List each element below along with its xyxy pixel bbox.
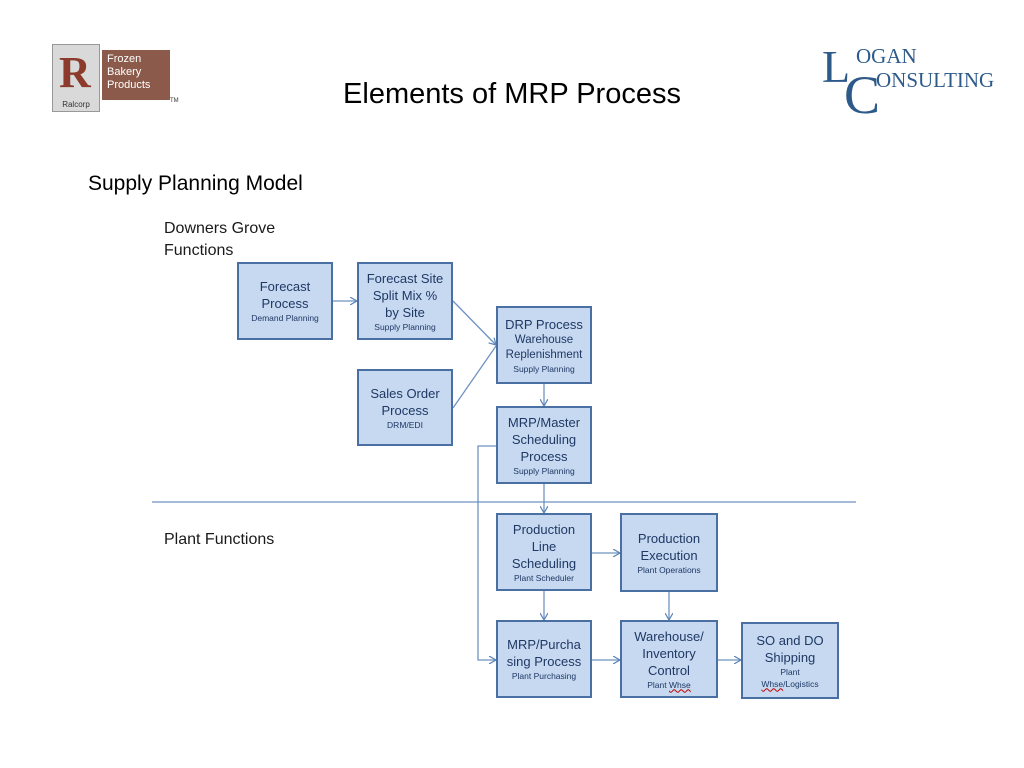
ralcorp-mark: R Ralcorp [52,44,100,112]
logo-line-1: Frozen [107,53,142,65]
forecast-site-split-box: Forecast Site Split Mix % by Site Supply… [357,262,453,340]
box-subtext: Plant Purchasing [511,671,577,681]
box-text: Forecast Site [366,270,444,286]
box-text: Process [381,402,429,418]
box-text: Process [261,296,309,311]
box-subtext-part: Whse [761,678,784,689]
warehouse-inventory-control-box: Warehouse/ Inventory Control Plant Whse [620,620,718,698]
box-subtext: Supply Planning [374,321,436,332]
ralcorp-logo: R Ralcorp Frozen Bakery Products TM [52,44,179,112]
box-text: sing Process [506,654,582,669]
box-subtext-part: Plant [647,679,669,690]
box-subtext: Plant Operations [637,564,701,575]
logo-line-2: Bakery [107,66,142,78]
section-label-line-1: Downers Grove [164,220,276,237]
box-subtext-part: Whse [669,679,691,690]
ralcorp-letter: R [59,48,91,97]
box-text: Production [637,530,701,546]
arrow-sales-to-drp [452,345,497,409]
box-text: Scheduling [511,555,577,571]
box-text: Replenishment [505,348,583,361]
production-execution-box: Production Execution Plant Operations [620,513,718,592]
frozen-bakery-products-label: Frozen Bakery Products [102,50,170,100]
box-subtext: Plant Scheduler [513,572,574,583]
box-text: Shipping [764,649,816,665]
diagram-subtitle: Supply Planning Model [88,172,303,195]
box-subtext: Whse/Logistics [761,678,818,690]
box-text: Control [648,662,690,678]
box-text: Line [531,538,557,554]
logan-consulting-logo: L C OGAN ONSULTING [818,40,1008,125]
box-text: Process [520,448,568,464]
logo-letter-l: L [822,41,851,92]
arrow-split-to-drp [452,300,496,345]
box-text: Production [512,521,576,537]
box-text: DRP Process [505,316,583,332]
box-text: Split Mix % [372,287,438,303]
box-text: SO and DO [756,632,824,648]
sales-order-process-box: Sales Order Process DRM/EDI [357,369,453,446]
trademark: TM [170,98,179,104]
box-text: Inventory [642,645,696,661]
box-text: Warehouse [514,333,574,346]
box-text: MRP/Master [507,414,581,430]
section-plant-functions: Plant Functions [164,531,275,548]
drp-process-box: DRP Process Warehouse Replenishment Supp… [496,306,592,384]
so-do-shipping-box: SO and DO Shipping Plant Whse/Logistics [741,622,839,699]
box-subtext: Plant Whse [647,679,690,691]
box-subtext: Demand Planning [251,313,319,323]
mrp-purchasing-process-box: MRP/Purcha sing Process Plant Purchasing [496,620,592,698]
logo-line-3: Products [107,79,151,91]
box-subtext: DRM/EDI [387,419,423,430]
box-text: by Site [385,304,425,320]
page-title: Elements of MRP Process [343,78,681,110]
production-line-scheduling-box: Production Line Scheduling Plant Schedul… [496,513,592,591]
box-text: Sales Order [370,385,440,401]
logo-text-ogan: OGAN [856,44,917,68]
box-text: MRP/Purcha [507,637,581,652]
mrp-master-scheduling-box: MRP/Master Scheduling Process Supply Pla… [496,406,592,484]
section-downers-grove: Downers Grove Functions [164,218,275,262]
box-subtext: Plant [780,666,800,677]
ralcorp-caption: Ralcorp [62,100,90,109]
section-label-line-2: Functions [164,242,234,259]
box-text: Execution [640,547,698,563]
logo-text-onsulting: ONSULTING [876,68,995,92]
box-subtext: Supply Planning [513,465,575,476]
forecast-process-box: Forecast Process Demand Planning [237,262,333,340]
arrow-mrp-to-purchasing [477,445,496,660]
box-subtext: Supply Planning [513,363,575,374]
box-text: Forecast [259,279,311,294]
box-subtext-part: /Logistics [783,678,819,689]
box-text: Scheduling [511,431,577,447]
logo-letter-c: C [844,65,881,125]
box-text: Warehouse/ [634,628,704,644]
